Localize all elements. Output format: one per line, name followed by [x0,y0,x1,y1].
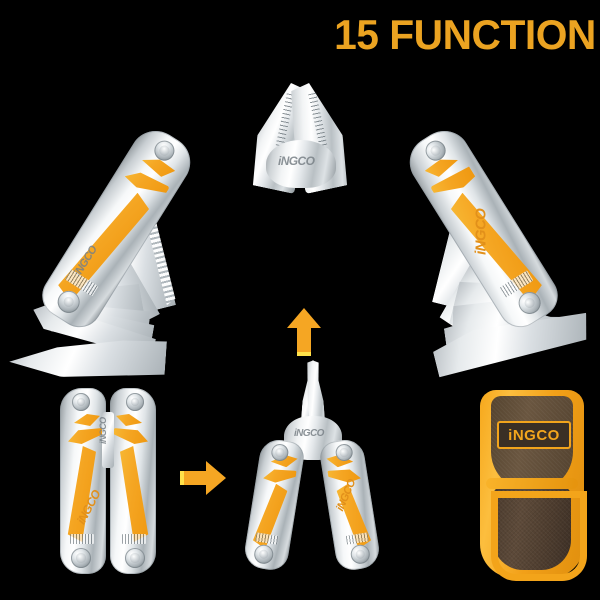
pouch-brand-badge: iNGCO [497,421,571,449]
pouch-nylon-case: iNGCO [480,390,584,578]
page-title: 15 FUNCTION [334,11,596,58]
pouch-badge-label: iNGCO [508,426,560,444]
pouch-piping-body [484,484,594,588]
closed-handle-right [110,388,156,574]
pouch-piping-flap [486,478,578,489]
closed-plier-tip-etch: iNGCO [98,417,108,444]
deployed-handle-right: iNGCO [318,437,382,573]
deployed-head-etch: iNGCO [294,428,324,439]
arrow-up-icon [285,306,323,358]
step-multitool-pliers-deployed: iNGCO iNGCO [242,360,382,574]
hero-multitool-open: iNGCO iNGCO iNGCO [0,80,600,370]
pouch-front-panel [493,486,571,570]
closed-handle-left: iNGCO [60,388,106,574]
arrow-right-icon [180,459,228,497]
closed-plier-tip [102,412,114,468]
plier-head-brand-etch: iNGCO [278,154,315,168]
step-multitool-closed: iNGCO iNGCO [58,388,158,574]
plier-pivot-boss [266,140,336,188]
handle-right-brand-mark: iNGCO [472,208,490,255]
deployed-handle-left [242,437,306,573]
